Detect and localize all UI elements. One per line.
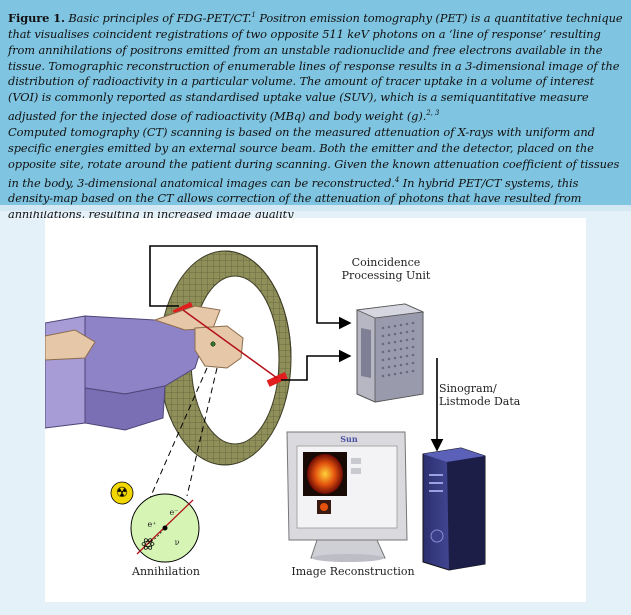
- sun-logo: Sun: [340, 434, 358, 444]
- positron-label: e⁺: [147, 520, 157, 529]
- workstation-tower: [422, 447, 486, 571]
- sinogram-label-line1: Sinogram/: [439, 382, 497, 395]
- citation-ref: 1: [251, 11, 256, 19]
- coincidence-label-line1: Coincidence: [351, 256, 421, 269]
- annihilation-detail: [130, 367, 218, 563]
- detector-hit-bottom: [266, 372, 288, 387]
- sinogram-label-line2: Listmode Data: [439, 395, 521, 408]
- patient-figure: [45, 305, 244, 431]
- annihilation-point: [210, 341, 216, 347]
- workstation-monitor: [286, 431, 408, 562]
- annihilation-label: Annihilation: [132, 565, 200, 578]
- pet-ct-diagram: Coincidence Processing Unit Sinogram/ Li…: [45, 218, 586, 602]
- caption-paragraph-1: Figure 1. Basic principles of FDG-PET/CT…: [8, 8, 623, 125]
- neutrino-label: ν: [174, 538, 180, 547]
- figure-caption: Figure 1. Basic principles of FDG-PET/CT…: [0, 0, 631, 221]
- line-of-response: [182, 309, 278, 379]
- diagram-canvas: [45, 245, 486, 571]
- caption-title: Basic principles of FDG-PET/CT.: [68, 10, 252, 25]
- coincidence-processing-unit: [355, 303, 425, 403]
- coincidence-label-line2: Processing Unit: [341, 269, 431, 282]
- electron-label: e⁻: [169, 508, 179, 517]
- citation-ref: 2, 3: [426, 109, 440, 118]
- image-reconstruction-label: Image Reconstruction: [291, 565, 415, 578]
- radiation-symbol-glyph: ☢: [115, 485, 129, 501]
- figure-label: Figure 1.: [8, 10, 65, 25]
- caption-text-pet: Positron emission tomography (PET) is a …: [8, 10, 623, 124]
- coincidence-unit-label: Coincidence Processing Unit: [331, 256, 441, 282]
- citation-ref: 4: [394, 175, 400, 184]
- caption-separator: [0, 205, 631, 211]
- signal-wires: [149, 245, 352, 381]
- pet-brain-image: [307, 454, 343, 494]
- caption-text-ct: Computed tomography (CT) scanning is bas…: [8, 124, 620, 190]
- radiation-icon: [110, 481, 134, 505]
- sinogram-label: Sinogram/ Listmode Data: [439, 382, 525, 408]
